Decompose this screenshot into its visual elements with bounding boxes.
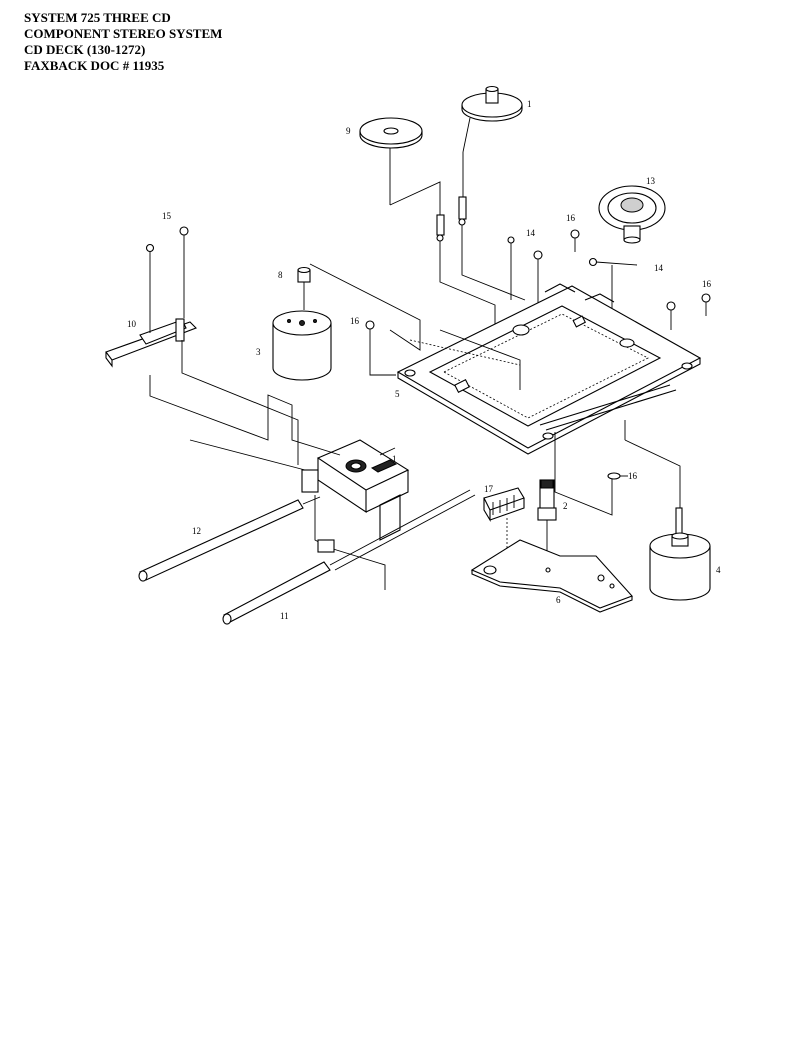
callout-8: 8 <box>278 270 283 280</box>
callout-16-bottom: 16 <box>628 471 638 481</box>
part-8-gear <box>297 266 311 310</box>
part-9-disc-clamp <box>359 117 423 205</box>
screw-16-bottom <box>554 432 628 516</box>
part-13-pulley <box>598 185 666 244</box>
part-3-motor <box>272 310 332 381</box>
part-2-switch <box>537 479 557 565</box>
callout-17: 17 <box>484 484 494 494</box>
callout-16-right: 16 <box>702 279 712 289</box>
part-6-pcb <box>470 539 633 613</box>
connector-lines-left <box>149 340 341 471</box>
callout-4: 4 <box>716 565 721 575</box>
part-10-bracket <box>105 226 197 368</box>
callout-14-right: 14 <box>654 263 664 273</box>
header-line-deck: CD DECK (130-1272) <box>24 42 146 57</box>
callout-2: 2 <box>563 501 568 511</box>
callout-12: 12 <box>192 526 201 536</box>
callout-11: 11 <box>280 611 289 621</box>
screw-16-top <box>570 229 580 252</box>
callout-10: 10 <box>127 319 137 329</box>
callout-16-top: 16 <box>566 213 576 223</box>
callout-3: 3 <box>256 347 261 357</box>
part-17-connector <box>483 487 525 550</box>
document-header: SYSTEM 725 THREE CD COMPONENT STEREO SYS… <box>24 10 222 74</box>
header-line-system: COMPONENT STEREO SYSTEM <box>24 26 223 41</box>
callout-16-left: 16 <box>350 316 360 326</box>
screw-16-left <box>365 320 375 345</box>
header-line-model: SYSTEM 725 THREE CD <box>24 10 171 25</box>
part-5-chassis <box>396 283 702 455</box>
callout-9: 9 <box>346 126 351 136</box>
connector-lines-top <box>389 152 526 340</box>
part-11-guide-rod <box>222 489 476 625</box>
connector-lines-middle <box>309 263 521 390</box>
callout-5: 5 <box>395 389 400 399</box>
callout-14-left: 14 <box>526 228 536 238</box>
callout-6: 6 <box>556 595 561 605</box>
part-4-motor <box>624 420 711 601</box>
callout-1-turntable: 1 <box>527 99 532 109</box>
callout-15: 15 <box>162 211 172 221</box>
part-1-turntable <box>461 85 523 153</box>
header-line-doc: FAXBACK DOC # 11935 <box>24 58 165 73</box>
part-1-optical-pickup <box>301 439 410 590</box>
callout-1-pickup: 1 <box>392 454 397 464</box>
screw-16-right <box>701 293 711 316</box>
callout-13: 13 <box>646 176 656 186</box>
part-12-guide-rod <box>138 496 321 582</box>
